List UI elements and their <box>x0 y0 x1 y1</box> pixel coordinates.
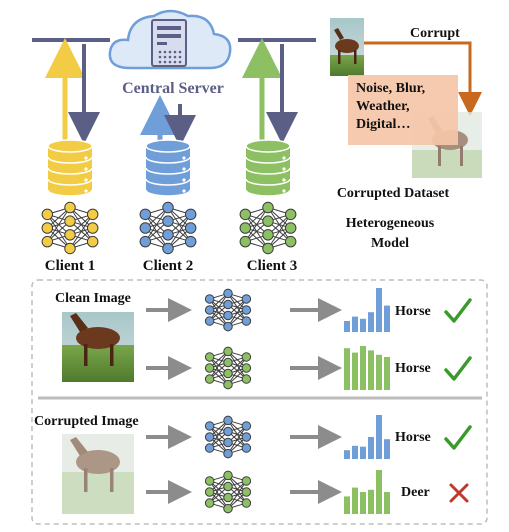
clean-horse-thumbnail <box>330 18 364 76</box>
prediction-bar <box>352 445 358 459</box>
prediction-bar <box>360 318 366 332</box>
prediction-bar <box>344 496 350 514</box>
neural-network-icon <box>204 346 252 390</box>
prediction-bar <box>384 357 390 390</box>
prediction-bar <box>344 348 350 390</box>
prediction-bar <box>344 450 350 459</box>
prediction-bar <box>368 350 374 390</box>
prediction-bar <box>376 288 382 332</box>
neural-network-icon <box>204 470 252 514</box>
prediction-bar <box>344 321 350 332</box>
neural-network-icon <box>139 201 197 255</box>
check-icon <box>444 425 472 450</box>
prediction-bar <box>360 492 366 514</box>
prediction-bar <box>368 437 374 459</box>
comparison-panel <box>31 279 488 525</box>
prediction-label: Horse <box>395 361 431 376</box>
corruption-types-box <box>348 75 458 145</box>
corrupted-image-photo <box>62 434 134 514</box>
prediction-bar <box>376 415 382 459</box>
prediction-bar <box>352 352 358 390</box>
client-3-label: Client 3 <box>246 258 298 274</box>
corruption-types-label: Noise, Blur, Weather, Digital… <box>356 81 426 132</box>
neural-network-icon <box>41 201 99 255</box>
database-icon <box>245 139 291 197</box>
corrupt-label: Corrupt <box>410 26 460 41</box>
client-1-label: Client 1 <box>44 258 96 274</box>
prediction-bar <box>368 312 374 332</box>
clean-image-photo <box>62 312 134 382</box>
prediction-bar <box>384 439 390 459</box>
prediction-bar <box>352 487 358 514</box>
prediction-bar <box>376 354 382 390</box>
client-2-label: Client 2 <box>142 258 194 274</box>
central-server-label: Central Server <box>122 80 224 97</box>
prediction-label: Horse <box>395 304 431 319</box>
database-icon <box>145 139 191 197</box>
prediction-bar <box>384 305 390 332</box>
heterogeneous-model-label: Heterogeneous Model <box>345 216 435 251</box>
neural-network-icon <box>204 288 252 332</box>
prediction-bar <box>368 489 374 514</box>
prediction-bar <box>352 316 358 332</box>
corrupted-image-label: Corrupted Image <box>34 414 139 429</box>
neural-network-icon <box>239 201 297 255</box>
corrupted-dataset-label: Corrupted Dataset <box>336 186 450 201</box>
prediction-bar <box>360 346 366 390</box>
cloud-icon <box>108 9 232 70</box>
corrupt-arrow <box>362 41 482 116</box>
database-icon <box>47 139 93 197</box>
prediction-label: Horse <box>395 430 431 445</box>
prediction-bar <box>384 492 390 514</box>
cross-icon <box>449 483 469 503</box>
neural-network-icon <box>204 415 252 459</box>
check-icon <box>444 298 472 323</box>
check-icon <box>444 356 472 381</box>
clean-image-label: Clean Image <box>55 291 131 306</box>
prediction-bar <box>360 446 366 459</box>
prediction-bar <box>376 470 382 514</box>
prediction-label: Deer <box>401 485 430 500</box>
